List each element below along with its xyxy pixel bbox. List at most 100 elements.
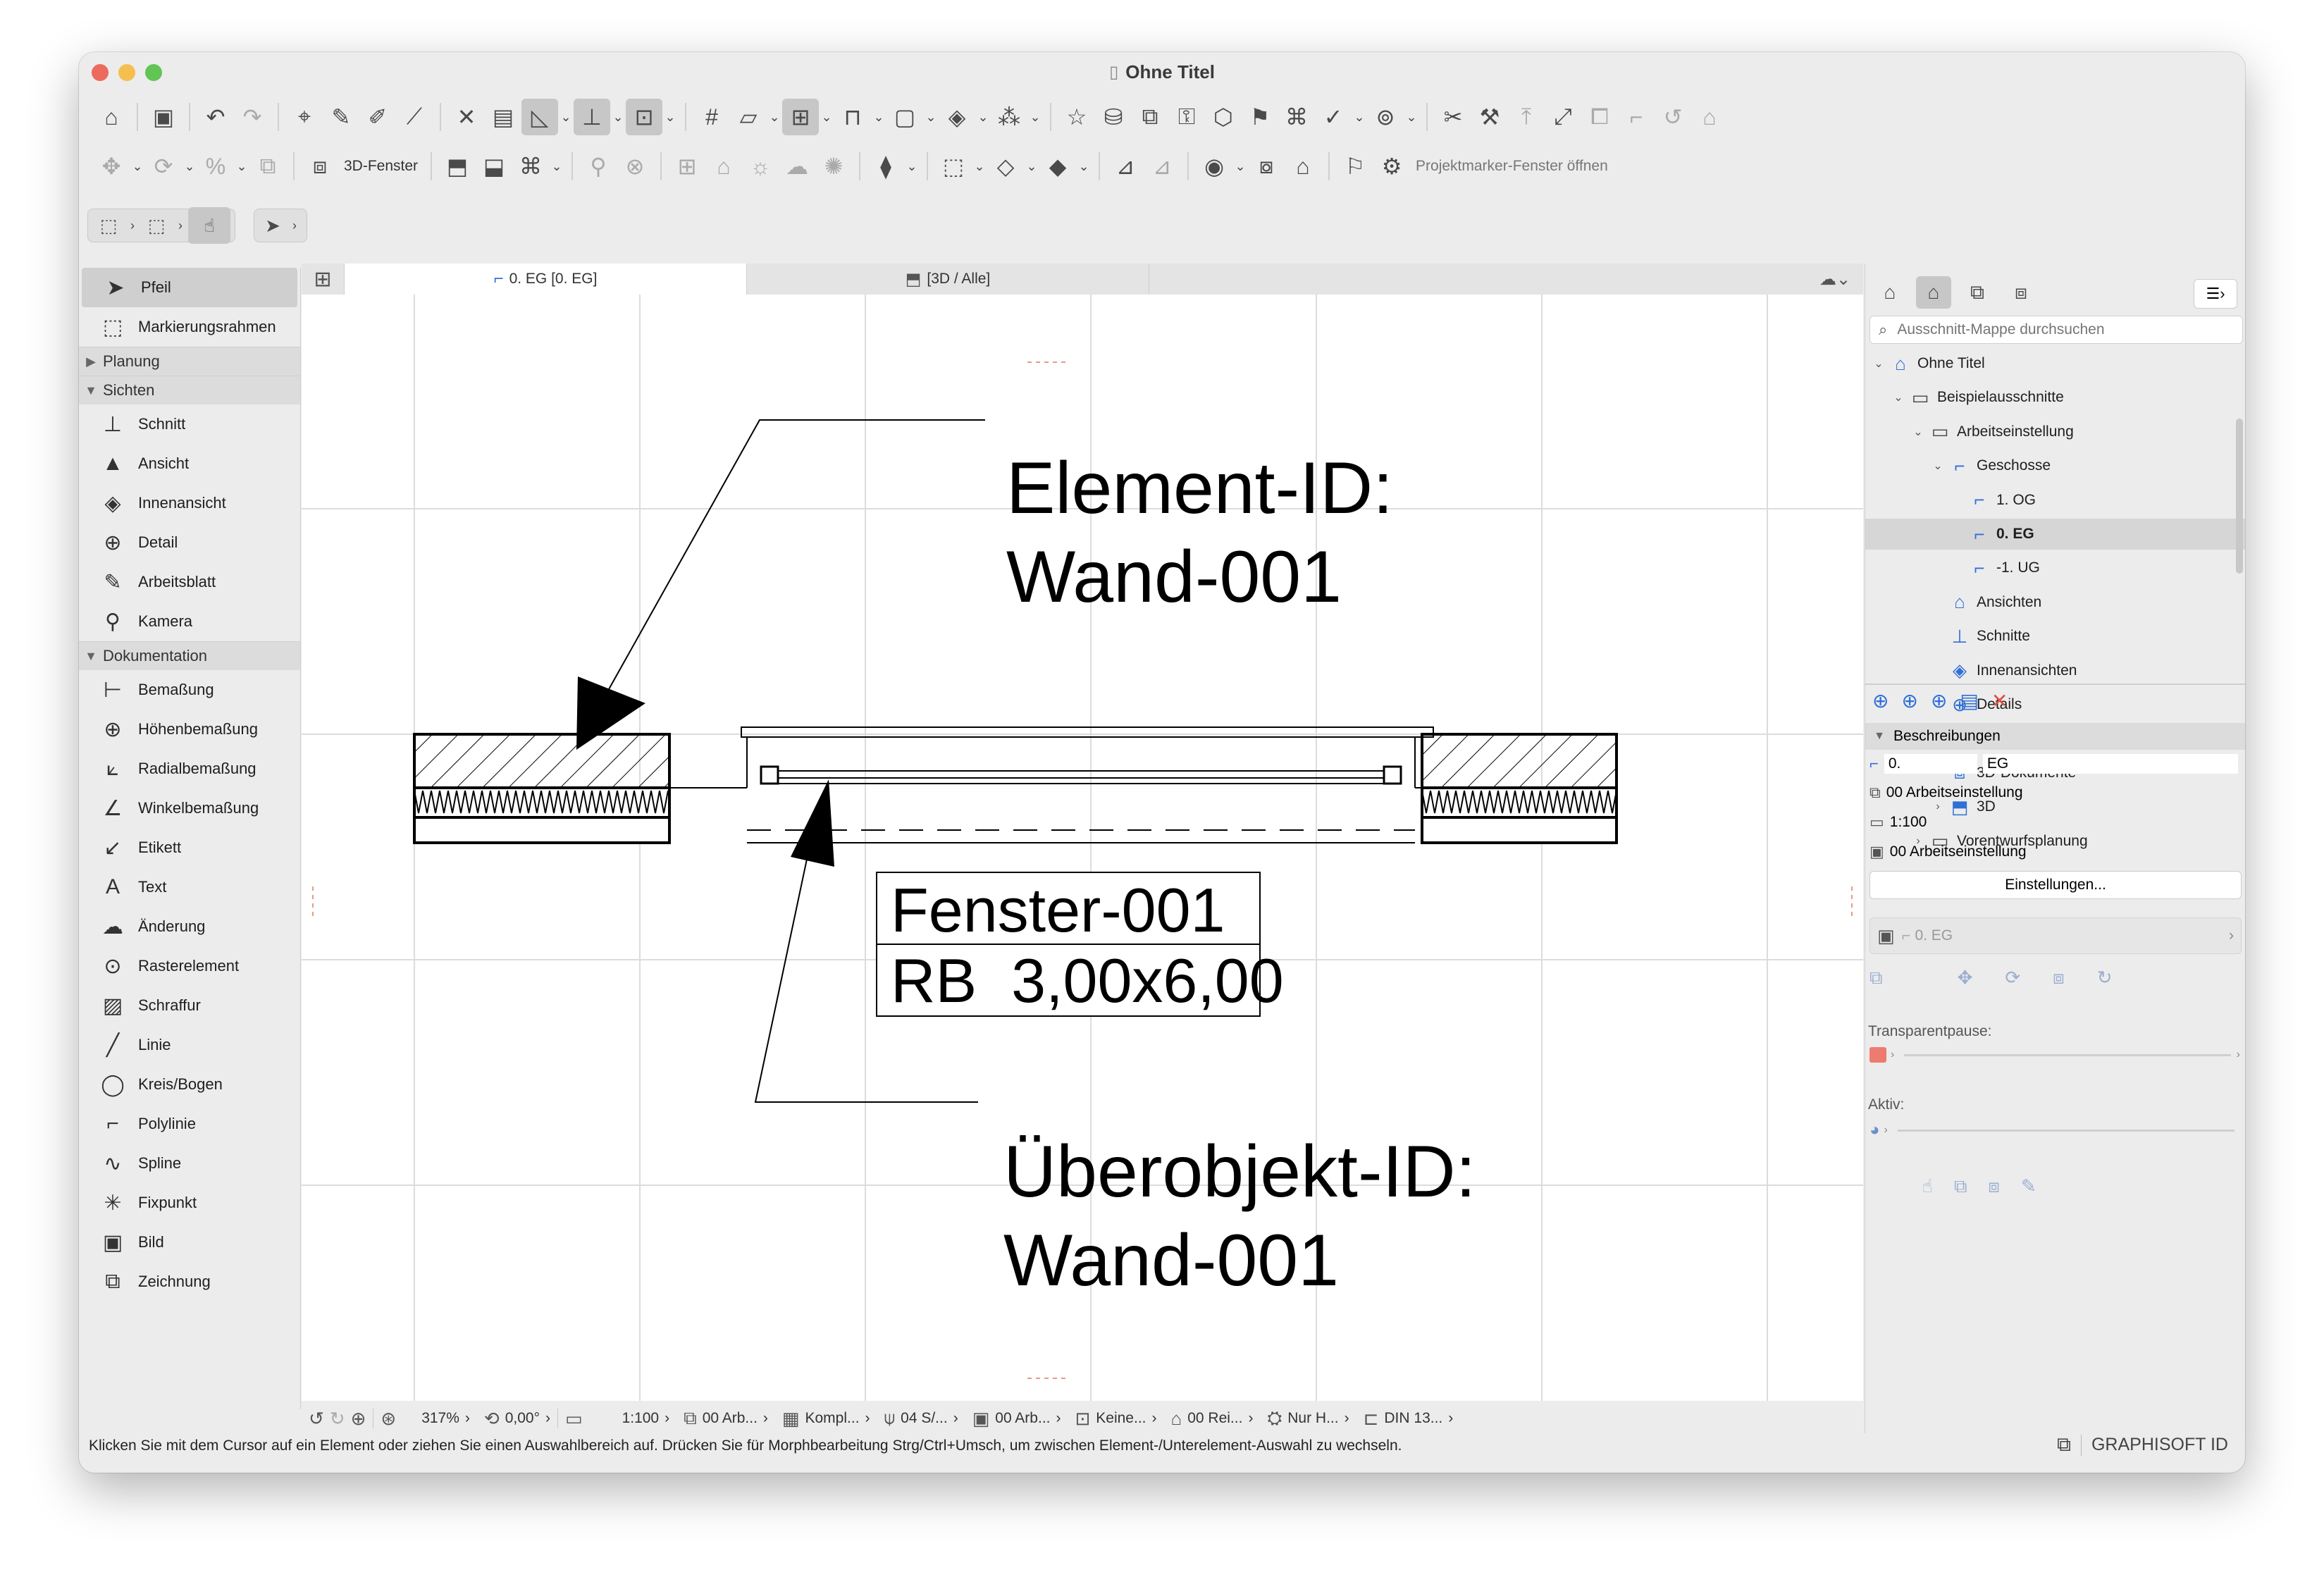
settings-view-icon[interactable]: ▤ bbox=[1960, 690, 1979, 712]
parent-id-label[interactable]: Überobjekt-ID: bbox=[1003, 1131, 1476, 1213]
element-id-leader[interactable] bbox=[576, 419, 985, 750]
lock-icon[interactable]: ⊓ bbox=[843, 104, 862, 130]
edit-icon[interactable]: ✎ bbox=[2020, 1175, 2036, 1196]
group-icon[interactable]: ⁂ bbox=[998, 104, 1020, 130]
tool-linie[interactable]: ╱Linie bbox=[79, 1025, 300, 1065]
team-icon[interactable]: ⬡ bbox=[1213, 104, 1233, 130]
delete-icon[interactable]: ✕ bbox=[1991, 690, 2008, 712]
chevron-down-icon[interactable]: ⌄ bbox=[132, 159, 143, 173]
tree-item[interactable]: ◈Innenansichten bbox=[1865, 655, 2245, 686]
active-slider[interactable] bbox=[1897, 1129, 2235, 1132]
duplicate-icon[interactable]: ⧉ bbox=[259, 153, 276, 178]
chevron-right-icon[interactable]: › bbox=[1916, 834, 1920, 847]
chevron-down-icon[interactable]: ⌄ bbox=[873, 109, 884, 124]
cloud-icon[interactable]: ☁ bbox=[786, 154, 809, 179]
drawing-canvas[interactable]: Element-ID: Wand-001 Überobjekt-ID: Wand… bbox=[302, 295, 1863, 1401]
pen-control[interactable]: ⍦04 S/...› bbox=[877, 1407, 965, 1430]
scale-control[interactable]: ▭1:100› bbox=[558, 1408, 676, 1430]
renovation-control[interactable]: ⊡Keine...› bbox=[1068, 1408, 1163, 1430]
layout-book-icon[interactable]: ⧉ bbox=[1970, 280, 1984, 303]
angle-control[interactable]: ⟲0,00°› bbox=[477, 1408, 557, 1430]
project-marker-button[interactable]: Projektmarker-Fenster öffnen bbox=[1416, 158, 1608, 174]
elevate-icon[interactable]: ⤒ bbox=[1521, 104, 1532, 129]
chevron-down-icon[interactable]: ⌄ bbox=[1078, 159, 1089, 173]
trace-reference-row[interactable]: ▣ ⌐ 0. EG › bbox=[1869, 917, 2242, 954]
chevron-down-icon[interactable]: ⌄ bbox=[1893, 392, 1903, 404]
tree-item[interactable]: ⌐0. EG bbox=[1865, 519, 2245, 550]
tab-overview-button[interactable]: ⊞ bbox=[302, 264, 345, 295]
ruler-icon[interactable]: ▤ bbox=[492, 104, 514, 130]
layer-control[interactable]: ⧉00 Arb...› bbox=[676, 1407, 775, 1430]
pie-icon[interactable]: ◕ bbox=[1869, 1120, 1880, 1139]
tab-3d[interactable]: ⬒ [3D / Alle] bbox=[747, 264, 1149, 295]
curve-icon[interactable]: ↺ bbox=[1663, 104, 1683, 130]
minimize-window-button[interactable] bbox=[118, 64, 135, 81]
undo-view-button[interactable]: ↺↻⊕ bbox=[302, 1408, 373, 1430]
chevron-down-icon[interactable]: ⌄ bbox=[665, 109, 676, 124]
chevron-down-icon[interactable]: ⌄ bbox=[236, 159, 247, 173]
chevron-down-icon[interactable]: ⌄ bbox=[551, 159, 562, 173]
chevron-down-icon[interactable]: ⌄ bbox=[906, 159, 917, 173]
tree-item[interactable]: ⌐-1. UG bbox=[1865, 552, 2245, 583]
box-icon[interactable]: ⬓ bbox=[483, 154, 505, 179]
search-input[interactable] bbox=[1896, 321, 2209, 339]
tool-innenansicht[interactable]: ◈Innenansicht bbox=[79, 483, 300, 523]
tree-item[interactable]: ›⬒3D bbox=[1865, 791, 2245, 822]
tool-detail[interactable]: ⊕Detail bbox=[79, 523, 300, 562]
desc-scale-row[interactable]: ▭ 1:100 bbox=[1869, 813, 1927, 831]
chevron-right-icon[interactable]: › bbox=[1936, 800, 1940, 813]
tree-item[interactable]: ⌐1. OG bbox=[1865, 485, 2245, 516]
model-view-control[interactable]: ▣00 Arb...› bbox=[965, 1408, 1068, 1430]
display-control[interactable]: ⛭Nur H...› bbox=[1260, 1407, 1356, 1430]
tree-item[interactable]: ⊕Details bbox=[1865, 689, 2245, 720]
camera-icon[interactable]: ◉ bbox=[1204, 154, 1224, 179]
chevron-down-icon[interactable]: ⌄ bbox=[1026, 159, 1037, 173]
publisher-icon[interactable]: ⧈ bbox=[2015, 280, 2027, 303]
section-sichten[interactable]: ▼ Sichten bbox=[79, 376, 300, 404]
percent-icon[interactable]: % bbox=[205, 153, 226, 179]
stair-settings-icon[interactable]: ⊿ bbox=[1152, 154, 1172, 179]
house-3d-icon[interactable]: ⌂ bbox=[717, 153, 731, 179]
chevron-down-icon[interactable]: ⌄ bbox=[1235, 159, 1246, 173]
transform-icon[interactable]: ◈ bbox=[948, 104, 966, 130]
navigator-menu-button[interactable]: ☰› bbox=[2194, 279, 2237, 309]
shape-icon[interactable]: ⊚ bbox=[1376, 104, 1395, 130]
tool-etikett[interactable]: ↙Etikett bbox=[79, 828, 300, 867]
chevron-down-icon[interactable]: ⌄ bbox=[925, 109, 937, 124]
render-icon[interactable]: ⬚ bbox=[942, 154, 965, 179]
tool-bild[interactable]: ▣Bild bbox=[79, 1223, 300, 1262]
tab-options-button[interactable]: ☁⌄ bbox=[1807, 264, 1863, 295]
chevron-down-icon[interactable]: ⌄ bbox=[184, 159, 195, 173]
trace-swap-icon[interactable]: ⧉ bbox=[1869, 967, 1883, 988]
move-icon[interactable]: ✥ bbox=[101, 154, 121, 179]
style-icon[interactable]: ◆ bbox=[1049, 154, 1067, 179]
tag-icon[interactable]: ⌘ bbox=[1285, 104, 1308, 130]
wall-left[interactable] bbox=[413, 733, 671, 844]
marquee-select-icon[interactable]: ⬚ bbox=[147, 214, 166, 236]
save-icon[interactable]: ▣ bbox=[152, 104, 175, 130]
layer-icon[interactable]: ▢ bbox=[894, 104, 916, 130]
parent-id-value[interactable]: Wand-001 bbox=[1003, 1220, 1339, 1301]
tree-item[interactable]: ⌄▭Beispielausschnitte bbox=[1865, 382, 2245, 413]
zoom-window-button[interactable] bbox=[145, 64, 162, 81]
pointer-icon[interactable]: ➤ bbox=[265, 214, 280, 236]
selection-mode-icon[interactable]: ⊞ bbox=[782, 99, 819, 135]
settings-button[interactable]: Einstellungen... bbox=[1869, 871, 2242, 899]
chevron-down-icon[interactable]: ⌄ bbox=[977, 109, 989, 124]
chevron-down-icon[interactable]: ⌄ bbox=[1354, 109, 1365, 124]
desc-name-field[interactable]: EG bbox=[1982, 754, 2238, 774]
tool-markierungsrahmen[interactable]: ⬚Markierungsrahmen bbox=[79, 307, 300, 347]
descriptions-header[interactable]: ▼ Beschreibungen bbox=[1865, 723, 2245, 750]
tree-item[interactable]: ⌂Ansichten bbox=[1865, 587, 2245, 618]
attributes-icon[interactable]: ⚑ bbox=[1249, 104, 1271, 130]
stair-icon[interactable]: ⊿ bbox=[1115, 154, 1135, 179]
roof-icon[interactable]: ⌂ bbox=[1702, 104, 1717, 130]
chevron-down-icon[interactable]: ⌄ bbox=[974, 159, 985, 173]
tree-item[interactable]: ⌄⌐Geschosse bbox=[1865, 450, 2245, 481]
tree-item[interactable]: ⊥Schnitte bbox=[1865, 621, 2245, 652]
tool-rasterelement[interactable]: ⊙Rasterelement bbox=[79, 946, 300, 986]
check-icon[interactable]: ✓ bbox=[1323, 104, 1343, 130]
color-swatch-icon[interactable] bbox=[1869, 1047, 1886, 1063]
resize-icon[interactable]: ⤢ bbox=[1554, 104, 1572, 129]
publish-icon[interactable]: ⛁ bbox=[1104, 104, 1123, 130]
